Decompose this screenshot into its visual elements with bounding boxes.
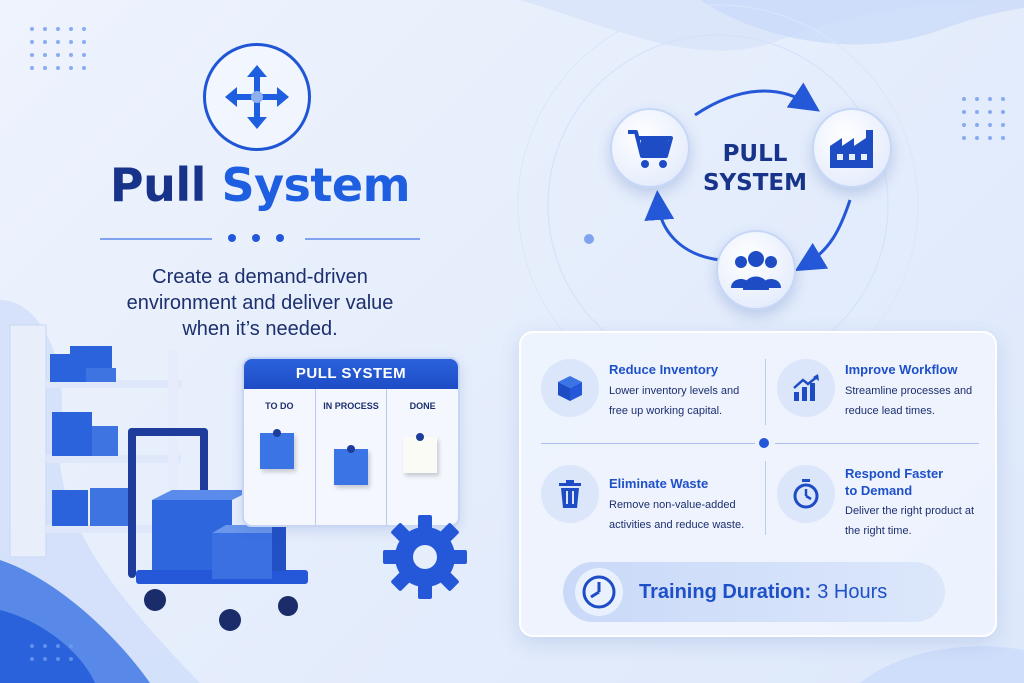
sticky-note	[333, 445, 368, 485]
column-label-in-process: IN PROCESS	[323, 401, 379, 411]
clock-icon	[575, 568, 623, 616]
benefit-desc-line2: the right time.	[845, 525, 912, 537]
box-icon	[541, 359, 599, 417]
training-duration-label: Training Duration:	[639, 580, 812, 603]
growth-chart-icon	[777, 359, 835, 417]
cycle-node-factory	[812, 108, 892, 188]
warehouse-illustration	[9, 324, 308, 631]
cycle-arrows	[644, 82, 852, 272]
column-label-done: DONE	[409, 401, 436, 411]
benefit-title: Eliminate Waste	[609, 476, 709, 491]
sticky-note	[260, 429, 294, 469]
page-title: Pull System	[0, 158, 520, 212]
board-title: PULL SYSTEM	[244, 359, 458, 389]
decor-dots-top-left	[30, 27, 86, 70]
customers-icon	[731, 251, 781, 290]
cycle-center-label: PULL SYSTEM	[680, 140, 830, 198]
training-duration-banner: Training Duration: 3 Hours	[563, 562, 945, 622]
trash-icon	[541, 465, 599, 523]
column-label-todo: TO DO	[265, 401, 294, 411]
panel-center-dot	[759, 438, 769, 448]
gear-icon	[383, 515, 467, 599]
board-column-done: DONE	[387, 389, 458, 525]
board-column-in-process: IN PROCESS	[316, 389, 388, 525]
decor-dots-bottom-left	[30, 644, 73, 661]
benefit-title: Reduce Inventory	[609, 362, 719, 377]
cycle-node-cart	[610, 108, 690, 188]
panel-vline-top	[765, 359, 766, 425]
benefit-desc-line1: Remove non-value-added	[609, 499, 736, 511]
stopwatch-icon	[777, 465, 835, 523]
benefit-title-line2: to Demand	[845, 483, 913, 498]
benefit-title-line1: Respond Faster	[845, 466, 944, 481]
cycle-node-customers	[716, 230, 796, 310]
divider-dots	[228, 234, 284, 242]
benefit-desc-line1: Streamline processes and	[845, 385, 973, 397]
cycle-center-line1: PULL	[722, 141, 788, 167]
panel-divider-right	[775, 443, 979, 444]
panel-vline-bottom	[765, 461, 766, 535]
benefit-title: Improve Workflow	[845, 362, 958, 377]
factory-icon	[830, 130, 873, 168]
benefit-desc-line2: reduce lead times.	[845, 405, 935, 417]
benefit-desc-line2: activities and reduce waste.	[609, 519, 745, 531]
benefit-desc-line2: free up working capital.	[609, 405, 723, 417]
cycle-center-line2: SYSTEM	[702, 170, 808, 196]
benefit-desc-line1: Deliver the right product at	[845, 505, 975, 517]
move-arrows-icon	[203, 43, 311, 151]
subtitle: Create a demand-driven environment and d…	[126, 266, 394, 340]
decor-dots-top-right	[962, 97, 1005, 140]
training-duration-value: 3 Hours	[817, 580, 888, 603]
title-divider-left	[100, 238, 212, 240]
panel-divider-left	[541, 443, 755, 444]
shopping-cart-icon	[628, 130, 673, 168]
title-divider-right	[305, 238, 420, 240]
title-word-pull: Pull	[109, 158, 207, 212]
kanban-board: PULL SYSTEM TO DO IN PROCESS DONE	[242, 357, 460, 527]
sticky-note	[403, 433, 438, 473]
benefit-desc-line1: Lower inventory levels and	[609, 385, 740, 397]
board-column-todo: TO DO	[244, 389, 316, 525]
title-word-system: System	[221, 158, 411, 212]
